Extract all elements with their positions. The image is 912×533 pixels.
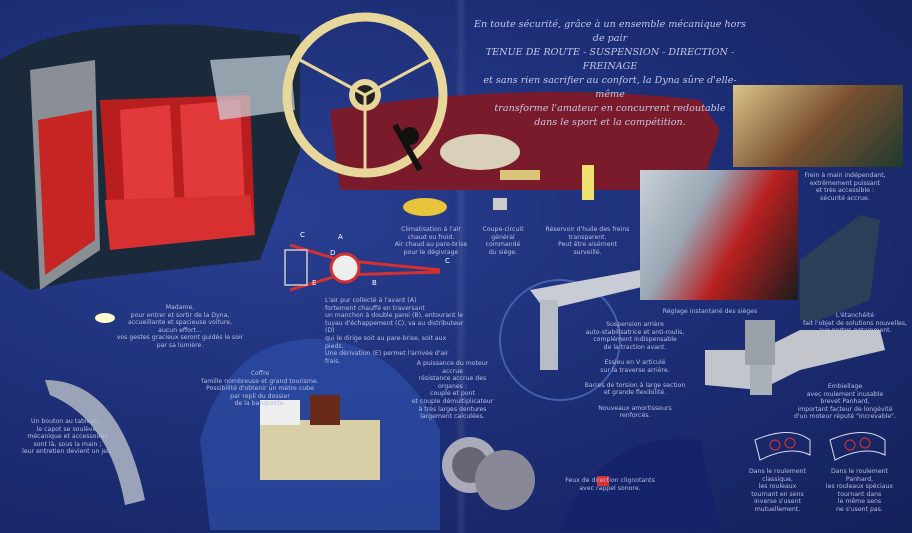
rear-wing-illustration [560,439,720,530]
caption-reservoir: Réservoir d'huile des freins transparent… [545,226,630,256]
brake-fluid-reservoir [582,165,594,200]
caption-suspension: Suspension arrière auto-stabilisatrice e… [584,321,686,420]
caption-frein: Frein à main indépendant, extrêmement pu… [804,172,886,202]
airflow-diagram [284,243,441,292]
diagram-label-d: D [330,249,336,257]
caption-panhard: Dans le roulement Panhard, les rouleaux … [825,468,894,513]
diagram-label-c: C [445,257,450,265]
courtesy-lamp [95,313,115,323]
bearing-diagrams [754,432,886,461]
crankshaft-illustration [705,320,885,395]
caption-bouton: Un bouton au tableau... le capot se soul… [22,418,113,456]
caption-climatisation: Climatisation à l'air chaud ou froid. Ai… [394,226,468,256]
diagram-label-c2: C [300,231,305,239]
car-trunk-illustration [200,339,440,530]
diagram-label-a: A [338,233,343,241]
seat-adjust-photo [640,170,798,300]
gearbox-illustration [442,437,535,510]
diagram-label-e: E [312,279,317,287]
headline: En toute sécurité, grâce à un ensemble m… [474,19,746,128]
door-seal-illustration [800,215,880,320]
caption-etancheite: L'étanchéité fait l'objet de solutions n… [802,312,908,335]
caption-coffre: Coffre famille nombreuse et grand touris… [201,370,319,408]
dashboard-illustration [282,12,720,190]
caption-air: L'air pur collecté à l'avant (A) forteme… [325,297,464,365]
diagram-label-b: B [372,279,377,287]
caption-madame: Madame, pour entrer et sortir de la Dyna… [116,304,244,349]
hood-hinge-illustration [45,380,145,505]
rear-suspension-illustration [499,270,650,401]
car-interior-illustration [0,24,300,290]
indicator-lamp [597,476,609,486]
caption-embiellage: Embiellage avec roulement inusable breve… [793,383,896,421]
caption-classique: Dans le roulement classique, les rouleau… [749,468,806,513]
climate-control [403,198,447,216]
caption-feux: Feux de direction clignotants avec rappe… [565,477,655,492]
caption-coupe-circuit: Coupe-circuit général commandé du siège. [482,226,524,256]
caption-puissance: A puissance du moteur accrue résistance … [411,360,494,421]
handbrake-photo [733,85,903,167]
caption-reglage: Réglage instantané des sièges [662,308,758,315]
master-switch [493,198,507,210]
